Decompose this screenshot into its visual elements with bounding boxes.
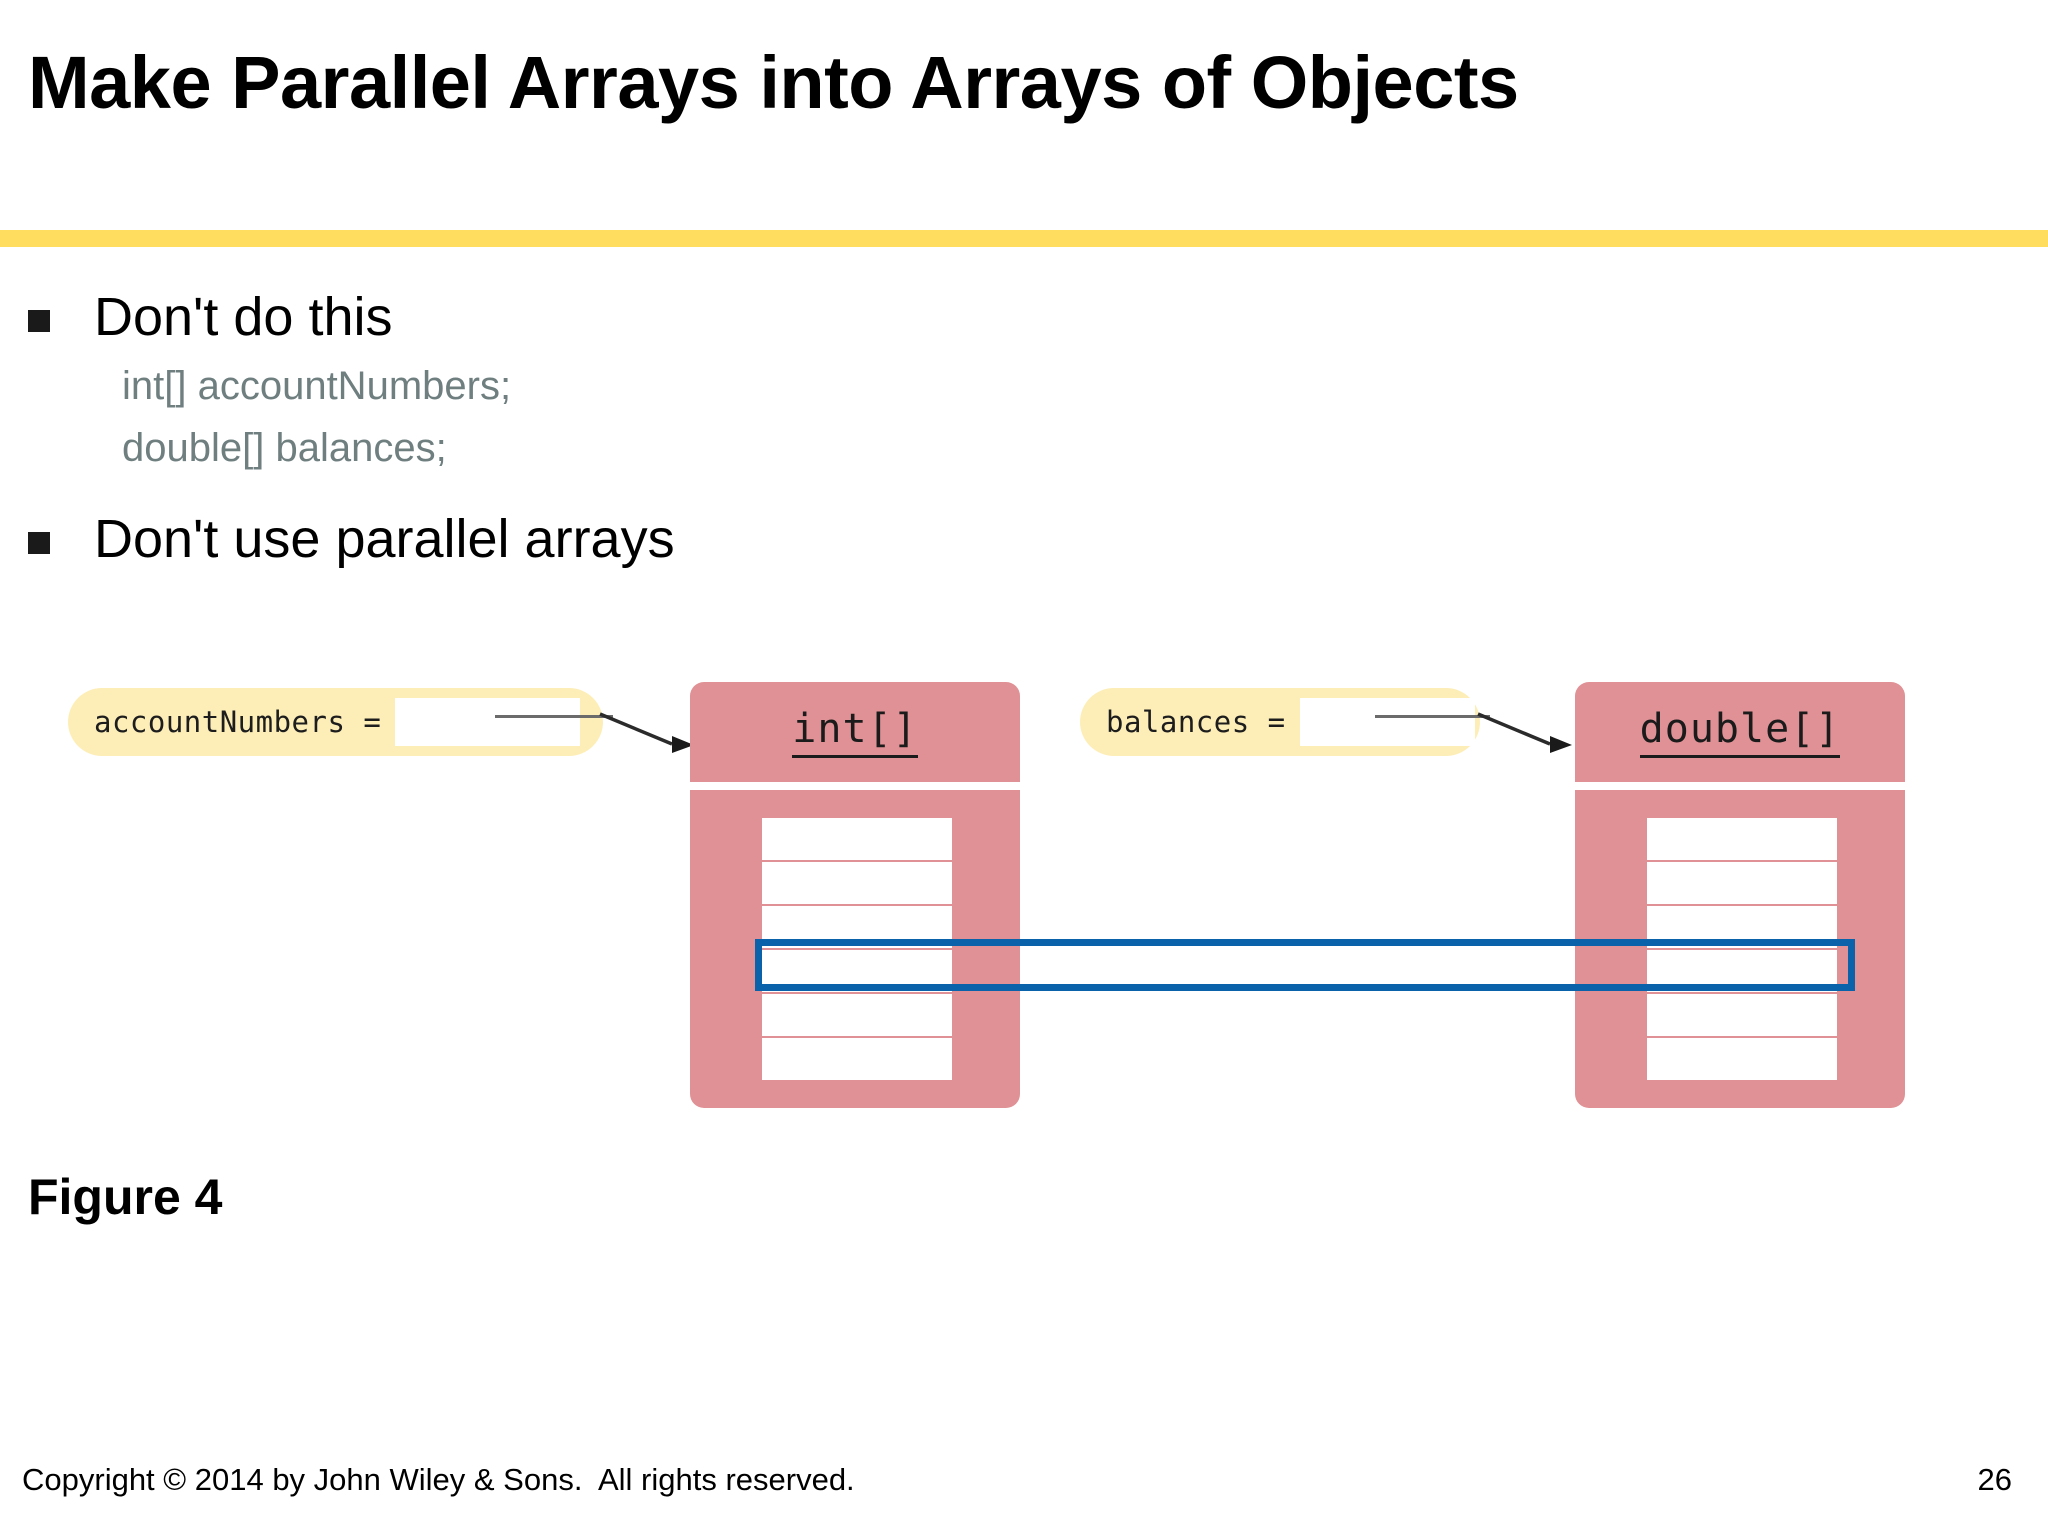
reference-line-balances bbox=[1375, 715, 1490, 718]
variable-box-balances: balances = bbox=[1080, 688, 1480, 756]
page-title: Make Parallel Arrays into Arrays of Obje… bbox=[28, 41, 1519, 124]
variable-box-accountnumbers: accountNumbers = bbox=[68, 688, 603, 756]
footer-copyright: Copyright © 2014 by John Wiley & Sons. A… bbox=[22, 1462, 855, 1497]
code-line-double-array: double[] balances; bbox=[122, 426, 447, 470]
footer-page-number: 26 bbox=[1977, 1462, 2012, 1497]
array-body-int bbox=[690, 790, 1020, 1108]
variable-value-slot-accountnumbers bbox=[395, 698, 581, 746]
array-cell bbox=[1647, 1038, 1837, 1080]
array-cell bbox=[762, 994, 952, 1038]
array-header-double: double[] bbox=[1575, 682, 1905, 782]
figure-caption: Figure 4 bbox=[28, 1169, 223, 1225]
code-line-int-array: int[] accountNumbers; bbox=[122, 364, 512, 408]
reference-arrow-balances bbox=[1477, 712, 1572, 753]
parallel-element-highlight bbox=[755, 939, 1855, 991]
bullet-label: Don't do this bbox=[94, 287, 393, 347]
bullet-item-dont-use-parallel-arrays: Don't use parallel arrays bbox=[28, 510, 675, 568]
array-cell bbox=[1647, 994, 1837, 1038]
array-cell bbox=[762, 818, 952, 862]
variable-label-accountnumbers: accountNumbers = bbox=[94, 705, 382, 739]
array-cells-int bbox=[762, 818, 952, 1080]
reference-line-accountnumbers bbox=[495, 715, 613, 718]
bullet-label: Don't use parallel arrays bbox=[94, 509, 675, 569]
title-accent-bar bbox=[0, 230, 2048, 247]
square-bullet-icon bbox=[28, 310, 50, 332]
bullet-item-dont-do-this: Don't do this bbox=[28, 288, 392, 346]
array-cell bbox=[1647, 818, 1837, 862]
variable-value-slot-balances bbox=[1299, 698, 1475, 746]
reference-arrow-accountnumbers bbox=[599, 712, 694, 753]
array-cell bbox=[762, 1038, 952, 1080]
array-cell bbox=[1647, 862, 1837, 906]
array-type-label-int: int[] bbox=[792, 706, 918, 758]
array-cell bbox=[762, 862, 952, 906]
array-type-label-double: double[] bbox=[1639, 706, 1841, 758]
array-header-int: int[] bbox=[690, 682, 1020, 782]
variable-label-balances: balances = bbox=[1106, 705, 1286, 739]
square-bullet-icon bbox=[28, 532, 50, 554]
